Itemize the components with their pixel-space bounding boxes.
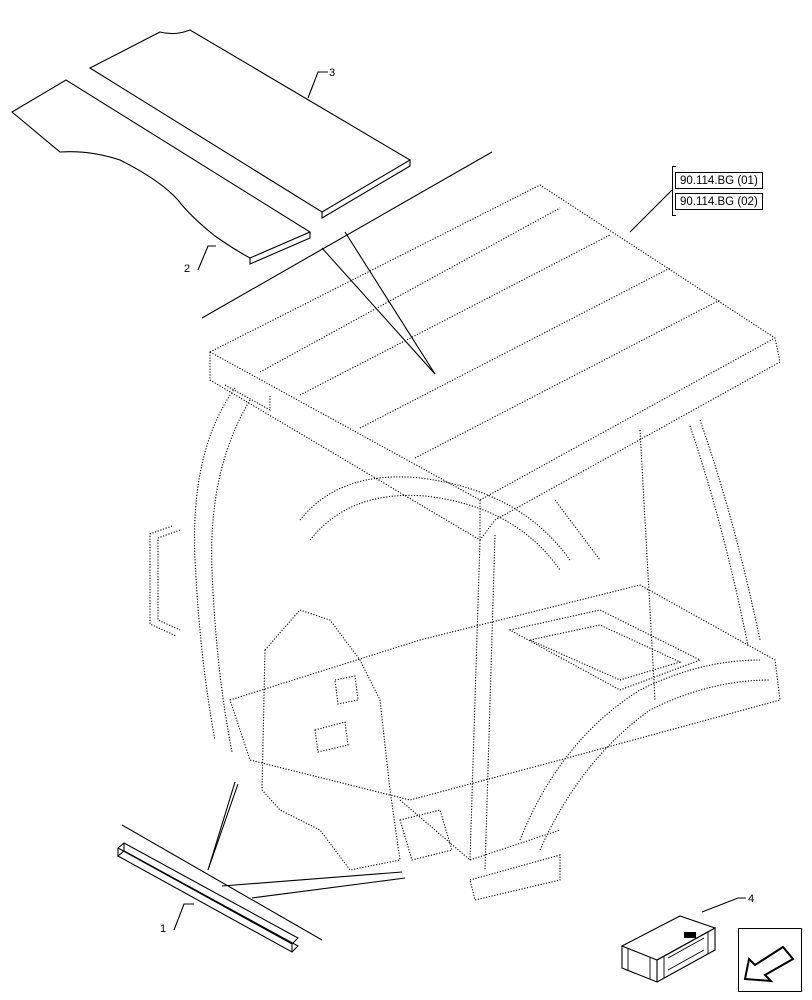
section-lines-bottom	[121, 781, 406, 941]
part-label-2: 2	[184, 263, 190, 275]
cab-floor	[229, 584, 781, 901]
kit-box-icon	[620, 915, 717, 983]
section-lines-top	[201, 151, 493, 375]
panel-item-2	[11, 79, 312, 265]
profile-item-1	[117, 842, 299, 953]
reference-bracket	[672, 166, 676, 216]
panel-item-3	[88, 29, 412, 219]
part-label-4: 4	[748, 893, 754, 905]
side-console	[261, 609, 453, 871]
cab-frame	[149, 387, 761, 871]
reference-link-02[interactable]: 90.114.BG (02)	[675, 193, 763, 210]
cab-roof	[209, 184, 781, 541]
right-fender	[519, 659, 771, 851]
part-label-3: 3	[329, 67, 335, 79]
arrow-left-icon	[743, 945, 795, 983]
navigation-button[interactable]	[738, 928, 802, 992]
part-label-1: 1	[160, 923, 166, 935]
reference-link-01[interactable]: 90.114.BG (01)	[675, 172, 763, 189]
leader-lines	[173, 71, 746, 931]
